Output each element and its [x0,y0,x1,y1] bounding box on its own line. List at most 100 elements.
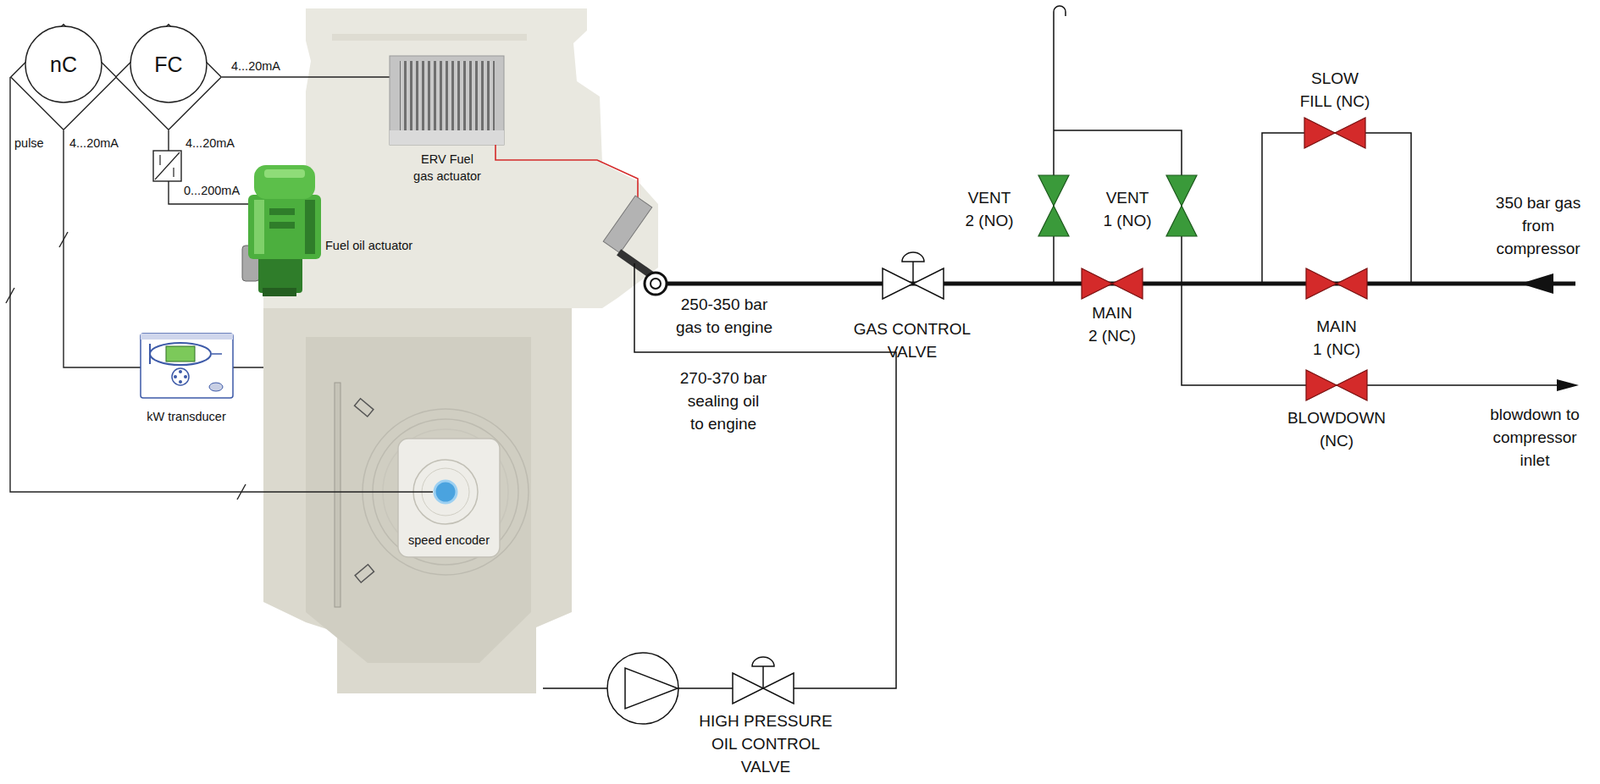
control-valve-symbol [732,657,794,704]
controller-outline [10,23,117,131]
control-valve-symbol [912,261,914,284]
injector-symbol [650,278,661,289]
valve-label: SLOW FILL (NC) [1299,66,1372,113]
kw-transducer-symbol [140,333,233,399]
control-valve-symbol [752,657,775,667]
valve-label: MAIN 2 (NC) [1087,301,1137,348]
erv-actuator-symbol [389,130,504,145]
speed-encoder-symbol [334,382,529,608]
closed-valve-symbol [1304,117,1366,149]
valve-label: GAS CONTROL VALVE [852,317,973,364]
signal-wire [59,232,68,248]
kw-transducer-symbol [178,380,183,384]
signal-wire [167,130,169,151]
gas-pipe [1053,130,1563,386]
gas-pipe [1262,132,1412,284]
signal-wire [237,484,246,500]
signal-converter [155,152,180,180]
signal-wire [168,181,251,205]
controller-tag: FC [115,51,222,78]
engine-silhouette [263,308,572,694]
signal-label: 4...20mA [230,57,282,75]
flow-arrow [1556,379,1579,392]
controller-diamond [116,24,222,131]
engine-silhouette [305,337,532,664]
kw-transducer-symbol [183,375,188,379]
fuel-controller: FC [115,23,222,131]
oil-pipe [542,263,897,689]
controller-tag: nC [10,51,117,78]
pump-symbol [625,668,678,709]
line-note: 350 bar gas from compressor [1495,191,1582,261]
open-valve-symbol [1038,175,1069,237]
engine-silhouette [263,8,659,309]
speed-encoder-symbol [334,382,341,608]
fuel-oil-actuator-symbol [269,208,295,216]
closed-valve-symbol [1081,268,1143,299]
fuel-oil-actuator-symbol [248,194,322,260]
signal-label: 4...20mA [185,134,237,152]
speed-controller: nC [10,23,117,131]
part-label: kW transducer [145,408,227,426]
engine-silhouette [263,8,659,694]
fuel-oil-actuator-symbol [254,199,265,255]
open-valve-symbol [1038,175,1197,237]
fuel-oil-actuator-symbol [264,169,305,178]
kw-transducer-symbol [149,343,211,366]
signal-label: 0...200mA [183,182,242,200]
valve-label: VENT 2 (NO) [964,186,1015,233]
signal-converter [172,167,174,178]
signal-wire [221,76,390,78]
signal-label: pulse [14,134,46,152]
encoder-shaft [434,481,457,504]
kw-transducer-symbol [149,343,151,365]
closed-valve-symbol [1306,268,1368,299]
signal-converter [159,155,161,166]
signal-converter [153,150,182,182]
valve-label: HIGH PRESSURE OIL CONTROL VALVE [698,709,833,779]
erv-actuator-symbol [389,55,504,145]
kw-transducer-symbol [171,368,189,386]
fuel-oil-actuator-symbol [304,199,316,255]
flow-arrow [1520,273,1554,294]
pump-symbol [607,653,679,725]
valve-label: BLOWDOWN (NC) [1286,406,1387,453]
actuator-cable [495,144,638,198]
kw-transducer-symbol [140,333,233,340]
erv-actuator-symbol [389,55,504,145]
signal-label: 4...20mA [69,134,121,152]
injector-symbol [603,195,653,254]
controller-outline [115,23,222,131]
line-note: blowdown to compressor inlet [1489,403,1581,472]
control-valve-symbol [762,666,765,689]
part-label: Fuel oil actuator [325,237,416,255]
open-valve-symbol [1166,175,1197,237]
line-note: 270-370 bar sealing oil to engine [679,366,769,436]
signal-wire [5,77,433,500]
signal-converter [153,150,182,182]
fuel-oil-actuator-symbol [269,221,295,229]
closed-valve-symbol [1306,370,1368,401]
engine-silhouette [332,33,527,41]
gas-pipe [666,5,1576,386]
injector-symbol [644,272,667,295]
speed-encoder-symbol [354,398,373,417]
part-label: ERV Fuel gas actuator [412,150,482,185]
signal-wire [10,77,433,493]
kw-transducer-symbol [178,370,183,374]
part-label: speed encoder [407,531,491,549]
pump-symbol [607,653,679,725]
kw-transducer-symbol [173,375,178,379]
controller-diamond [11,24,117,131]
kw-transducer-symbol [166,346,195,362]
fuel-oil-actuator-symbol [258,254,303,294]
erv-actuator-symbol [399,60,495,131]
valve-label: VENT 1 (NO) [1102,186,1153,233]
control-valve-symbol [882,252,944,299]
control-valve-symbol [902,252,925,262]
signal-wire [5,287,15,304]
speed-encoder-symbol [354,564,374,583]
kw-transducer-symbol [211,353,222,355]
kw-transducer-symbol [140,333,233,399]
